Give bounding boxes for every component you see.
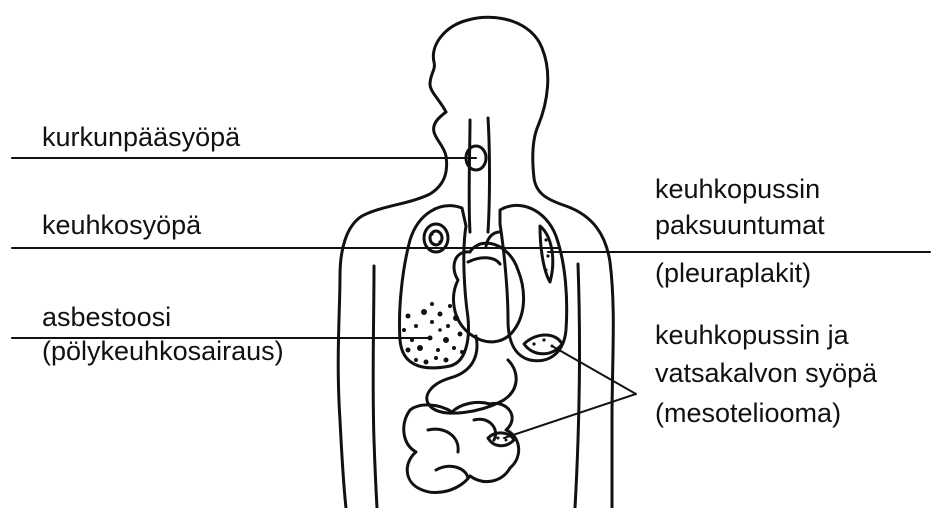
label-asbestosis-1: asbestoosi bbox=[42, 300, 171, 334]
intestines bbox=[404, 402, 519, 492]
label-mesothelioma-3: (mesoteliooma) bbox=[655, 396, 841, 430]
label-pleural-plaques-3: (pleuraplakit) bbox=[655, 256, 811, 290]
label-mesothelioma-2: vatsakalvon syöpä bbox=[655, 356, 877, 390]
label-larynx-cancer: kurkunpääsyöpä bbox=[42, 120, 240, 154]
mesothelioma-lung bbox=[524, 335, 562, 354]
label-lung-cancer: keuhkosyöpä bbox=[42, 208, 201, 242]
pleural-plaque bbox=[540, 226, 553, 282]
leader-meso-1 bbox=[552, 346, 636, 394]
label-mesothelioma-1: keuhkopussin ja bbox=[655, 318, 849, 352]
label-asbestosis-2: (pölykeuhkosairaus) bbox=[42, 334, 284, 368]
label-pleural-plaques-2: paksuuntumat bbox=[655, 208, 825, 242]
trachea bbox=[469, 120, 470, 232]
body-outline-left bbox=[338, 112, 446, 508]
leader-meso-2 bbox=[504, 394, 636, 438]
label-pleural-plaques-1: keuhkopussin bbox=[655, 172, 820, 206]
body-outline bbox=[430, 17, 613, 508]
mesothelioma-peritoneum bbox=[488, 433, 514, 446]
